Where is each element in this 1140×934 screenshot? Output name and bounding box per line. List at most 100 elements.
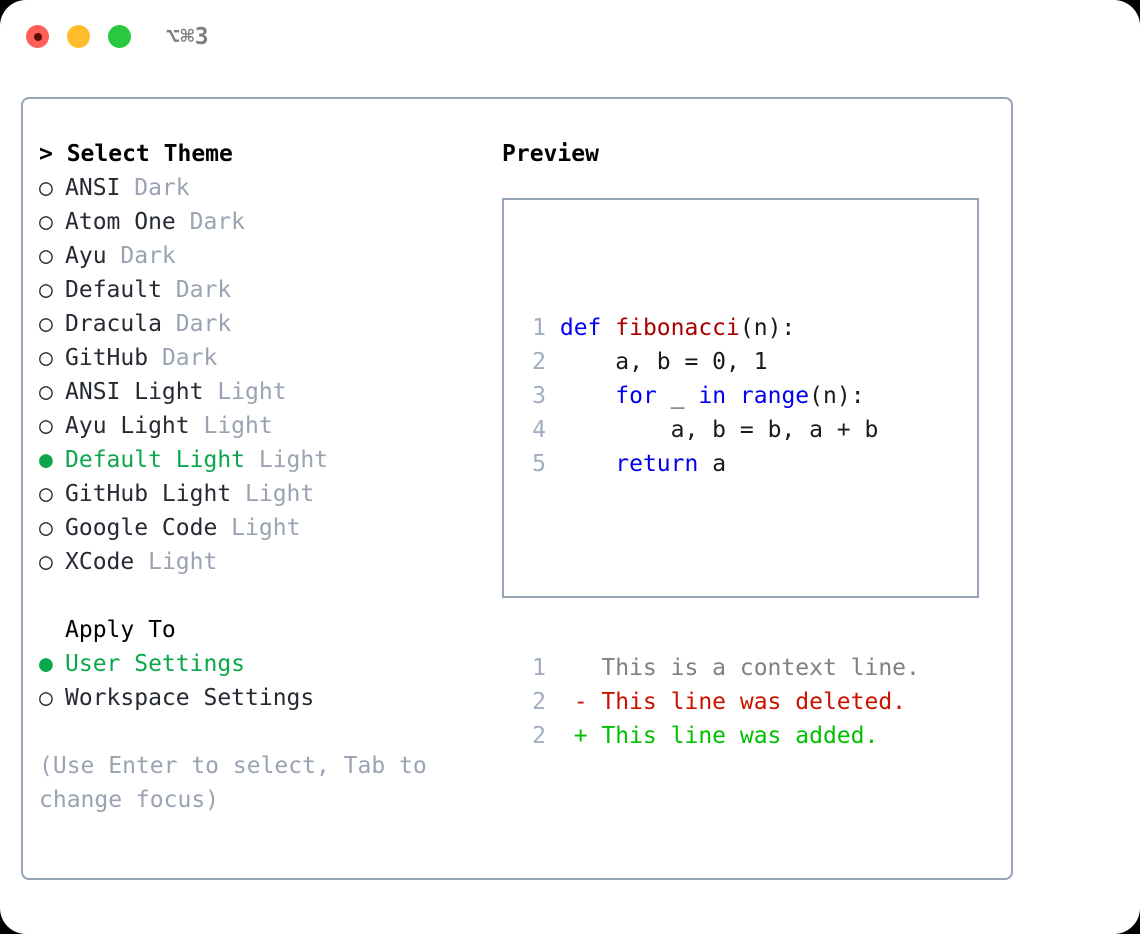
window-controls (26, 25, 131, 48)
diff-text: This is a context line. (587, 655, 920, 681)
radio-unselected-icon: ○ (39, 549, 53, 575)
theme-list-item[interactable]: ○ ANSI Dark (39, 171, 479, 205)
theme-list-item[interactable]: ○Ayu Dark (39, 239, 479, 273)
radio-unselected-icon: ○ (39, 175, 53, 201)
line-number: 1 (532, 315, 546, 341)
selection-column: > Select Theme ○ANSI Dark○Atom One Dark○… (39, 137, 479, 817)
radio-unselected-icon: ○ (39, 209, 53, 235)
theme-variant-label: Dark (120, 175, 190, 201)
diff-sign (546, 655, 588, 681)
maximize-button[interactable] (108, 25, 131, 48)
keyboard-hint-text: (Use Enter to select, Tab to change focu… (39, 753, 427, 813)
theme-list-item[interactable]: ○ XCode Light (39, 545, 479, 579)
theme-variant-label: Dark (148, 345, 218, 371)
radio-unselected-icon: ○ (39, 413, 53, 439)
line-number: 1 (532, 655, 546, 681)
diff-sign: - (546, 689, 588, 715)
code-token (726, 383, 740, 409)
theme-name: ANSI (65, 175, 121, 201)
apply-to-label: User Settings (65, 651, 246, 677)
theme-name: Ayu (65, 243, 107, 269)
diff-text: This line was deleted. (587, 689, 907, 715)
radio-unselected-icon: ○ (39, 685, 53, 711)
gutter-space (546, 349, 560, 375)
radio-unselected-icon: ○ (39, 277, 53, 303)
theme-list-item[interactable]: ○ Ayu Light Light (39, 409, 479, 443)
code-line: 4 a, b = b, a + b (520, 413, 920, 447)
theme-name: GitHub (65, 345, 149, 371)
code-token (560, 451, 615, 477)
theme-list-item[interactable]: ● Default Light Light (39, 443, 479, 477)
theme-name: GitHub Light (65, 481, 232, 507)
theme-variant-label: Light (245, 447, 329, 473)
radio-unselected-icon: ○ (39, 345, 53, 371)
theme-name: Default Light (65, 447, 246, 473)
diff-sign: + (546, 723, 588, 749)
theme-variant-label: Dark (175, 209, 246, 235)
theme-name: Ayu Light (65, 413, 190, 439)
theme-picker-panel: > Select Theme ○ANSI Dark○Atom One Dark○… (21, 97, 1013, 880)
code-token: a, b = 0, 1 (559, 349, 768, 375)
diff-line: 2 - This line was deleted. (520, 685, 920, 719)
theme-variant-label: Light (231, 481, 315, 507)
radio-unselected-icon: ○ (39, 481, 53, 507)
line-number: 2 (532, 689, 546, 715)
theme-variant-label: Light (189, 413, 273, 439)
line-number: 2 (532, 349, 546, 375)
diff-text: This line was added. (587, 723, 879, 749)
radio-unselected-icon: ○ (39, 243, 53, 269)
code-line: 5 return a (520, 447, 920, 481)
apply-to-item[interactable]: ○ Workspace Settings (39, 681, 479, 715)
radio-selected-icon: ● (39, 447, 53, 473)
diff-line: 2 + This line was added. (520, 719, 920, 753)
theme-variant-label: Light (134, 549, 218, 575)
code-line: 1 def fibonacci(n): (520, 311, 920, 345)
radio-unselected-icon: ○ (39, 379, 53, 405)
theme-list-item[interactable]: ○ ANSI Light Light (39, 375, 479, 409)
select-theme-header: > Select Theme (39, 141, 233, 167)
line-number: 5 (532, 451, 546, 477)
code-token: a, b = b, a + b (559, 417, 879, 443)
theme-variant-label: Dark (161, 277, 232, 303)
preview-header: Preview (502, 141, 599, 167)
list-spacer (39, 579, 479, 613)
diff-sample: 1 This is a context line.2 - This line w… (520, 651, 920, 753)
theme-list-item[interactable]: ○Google Code Light (39, 511, 479, 545)
theme-list-item[interactable]: ○Dracula Dark (39, 307, 479, 341)
apply-to-header: Apply To (65, 617, 176, 643)
code-diff-gap (520, 549, 920, 583)
theme-name: XCode (65, 549, 135, 575)
code-token: a (698, 451, 727, 477)
theme-name: ANSI Light (65, 379, 204, 405)
code-token: def (559, 315, 616, 341)
theme-list-item[interactable]: ○Default Dark (39, 273, 479, 307)
apply-to-list[interactable]: ● User Settings ○ Workspace Settings (39, 647, 479, 715)
theme-variant-label: Light (217, 515, 301, 541)
radio-selected-icon: ● (39, 651, 53, 677)
theme-list[interactable]: ○ANSI Dark○Atom One Dark○Ayu Dark○Defaul… (39, 171, 479, 579)
code-token: for (615, 383, 657, 409)
close-button[interactable] (26, 25, 49, 48)
theme-list-item[interactable]: ○ GitHub Light Light (39, 477, 479, 511)
theme-variant-label: Light (203, 379, 287, 405)
diff-line: 1 This is a context line. (520, 651, 920, 685)
code-token: fibonacci (615, 315, 740, 341)
line-number: 2 (532, 723, 546, 749)
code-token (560, 383, 615, 409)
code-line: 3 for _ in range(n): (520, 379, 920, 413)
theme-list-item[interactable]: ○ GitHub Dark (39, 341, 479, 375)
apply-to-item[interactable]: ● User Settings (39, 647, 479, 681)
line-number: 3 (532, 383, 546, 409)
minimize-button[interactable] (67, 25, 90, 48)
theme-variant-label: Dark (161, 311, 232, 337)
code-line: 2 a, b = 0, 1 (520, 345, 920, 379)
apply-to-label: Workspace Settings (65, 685, 315, 711)
gutter-space (546, 383, 560, 409)
code-token: (n): (809, 383, 865, 409)
theme-list-item[interactable]: ○Atom One Dark (39, 205, 479, 239)
keyboard-shortcut-label: ⌥⌘3 (166, 24, 210, 50)
